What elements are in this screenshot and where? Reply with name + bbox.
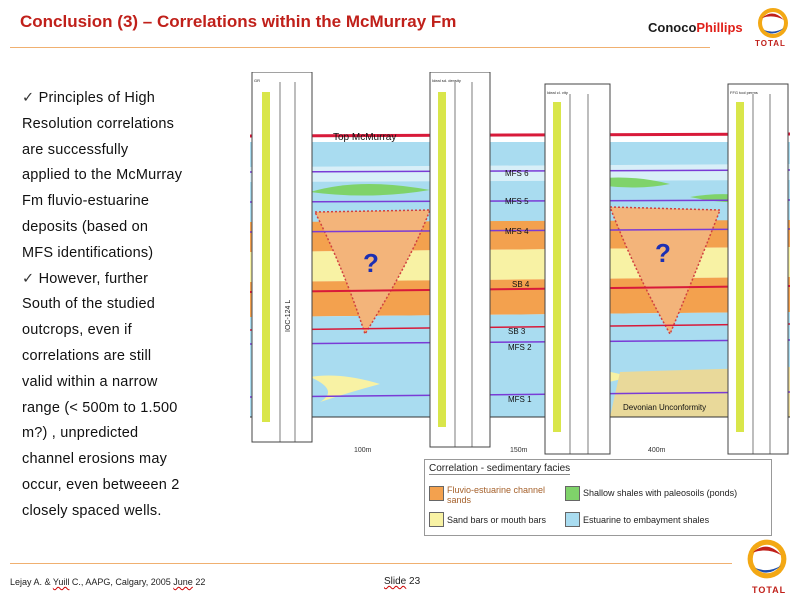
well-log	[727, 83, 789, 455]
well-log	[544, 83, 611, 455]
well-header-label: FFG tool perms	[730, 90, 758, 95]
slide-number: Slide 23	[384, 576, 421, 587]
check-icon: ✓	[22, 90, 35, 106]
legend-swatch-channel-sands	[429, 486, 444, 501]
question-mark: ?	[655, 238, 671, 268]
bullet-item: ✓ However, further South of the studied …	[22, 270, 180, 519]
legend-label: Sand bars or mouth bars	[447, 515, 547, 525]
question-mark: ?	[363, 248, 379, 278]
facies-legend: Correlation - sedimentary facies Fluvio-…	[424, 459, 772, 536]
legend-swatch-sand-bars	[429, 512, 444, 527]
well-name-label: IOC-124 L	[285, 300, 292, 332]
conocophillips-logo: ConocoPhillips	[648, 20, 743, 35]
surface-label: MFS 4	[505, 227, 529, 236]
surface-label: SB 3	[508, 327, 526, 336]
total-logo-text: TOTAL	[755, 39, 786, 48]
unconformity-label: Devonian Unconformity	[623, 403, 706, 412]
slide-title: Conclusion (3) – Correlations within the…	[20, 12, 457, 31]
spacing-label: 150m	[510, 447, 528, 454]
well-log	[251, 72, 313, 443]
top-mcmurray-label: Top McMurray	[333, 132, 396, 143]
legend-label: Estuarine to embayment shales	[583, 515, 710, 525]
surface-label: MFS 1	[508, 395, 532, 404]
spacing-label: 400m	[648, 447, 666, 454]
legend-label: Shallow shales with paleosoils (ponds)	[583, 488, 738, 498]
reference-citation: Lejay A. & Yuill C., AAPG, Calgary, 2005…	[10, 577, 206, 587]
well-log	[429, 72, 491, 448]
well-header-label: Ideal sd. density	[432, 78, 461, 83]
well-header-label: GR	[254, 78, 260, 83]
correlation-cross-section: Top McMurray MFS 6 MFS 5 MFS 4 SB 4 SB 3…	[250, 72, 790, 455]
well-header-label: Ideal cl. vity	[547, 90, 568, 95]
legend-swatch-estuarine-shales	[565, 512, 580, 527]
legend-title: Correlation - sedimentary facies	[429, 463, 571, 475]
bullet-list: ✓ Principles of High Resolution correlat…	[22, 86, 232, 525]
spacing-label: 100m	[354, 447, 372, 454]
title-divider	[10, 47, 710, 48]
legend-swatch-shallow-shales	[565, 486, 580, 501]
check-icon: ✓	[22, 270, 35, 287]
total-logo-icon	[758, 8, 788, 38]
surface-label: MFS 5	[505, 197, 529, 206]
surface-label: MFS 6	[505, 169, 529, 178]
total-logo-text: TOTAL	[752, 585, 787, 595]
bullet-item: ✓ Principles of High Resolution correlat…	[22, 90, 183, 261]
footer-divider	[10, 563, 732, 564]
total-logo-icon	[747, 539, 787, 579]
surface-label: MFS 2	[508, 343, 532, 352]
surface-label: SB 4	[512, 280, 530, 289]
